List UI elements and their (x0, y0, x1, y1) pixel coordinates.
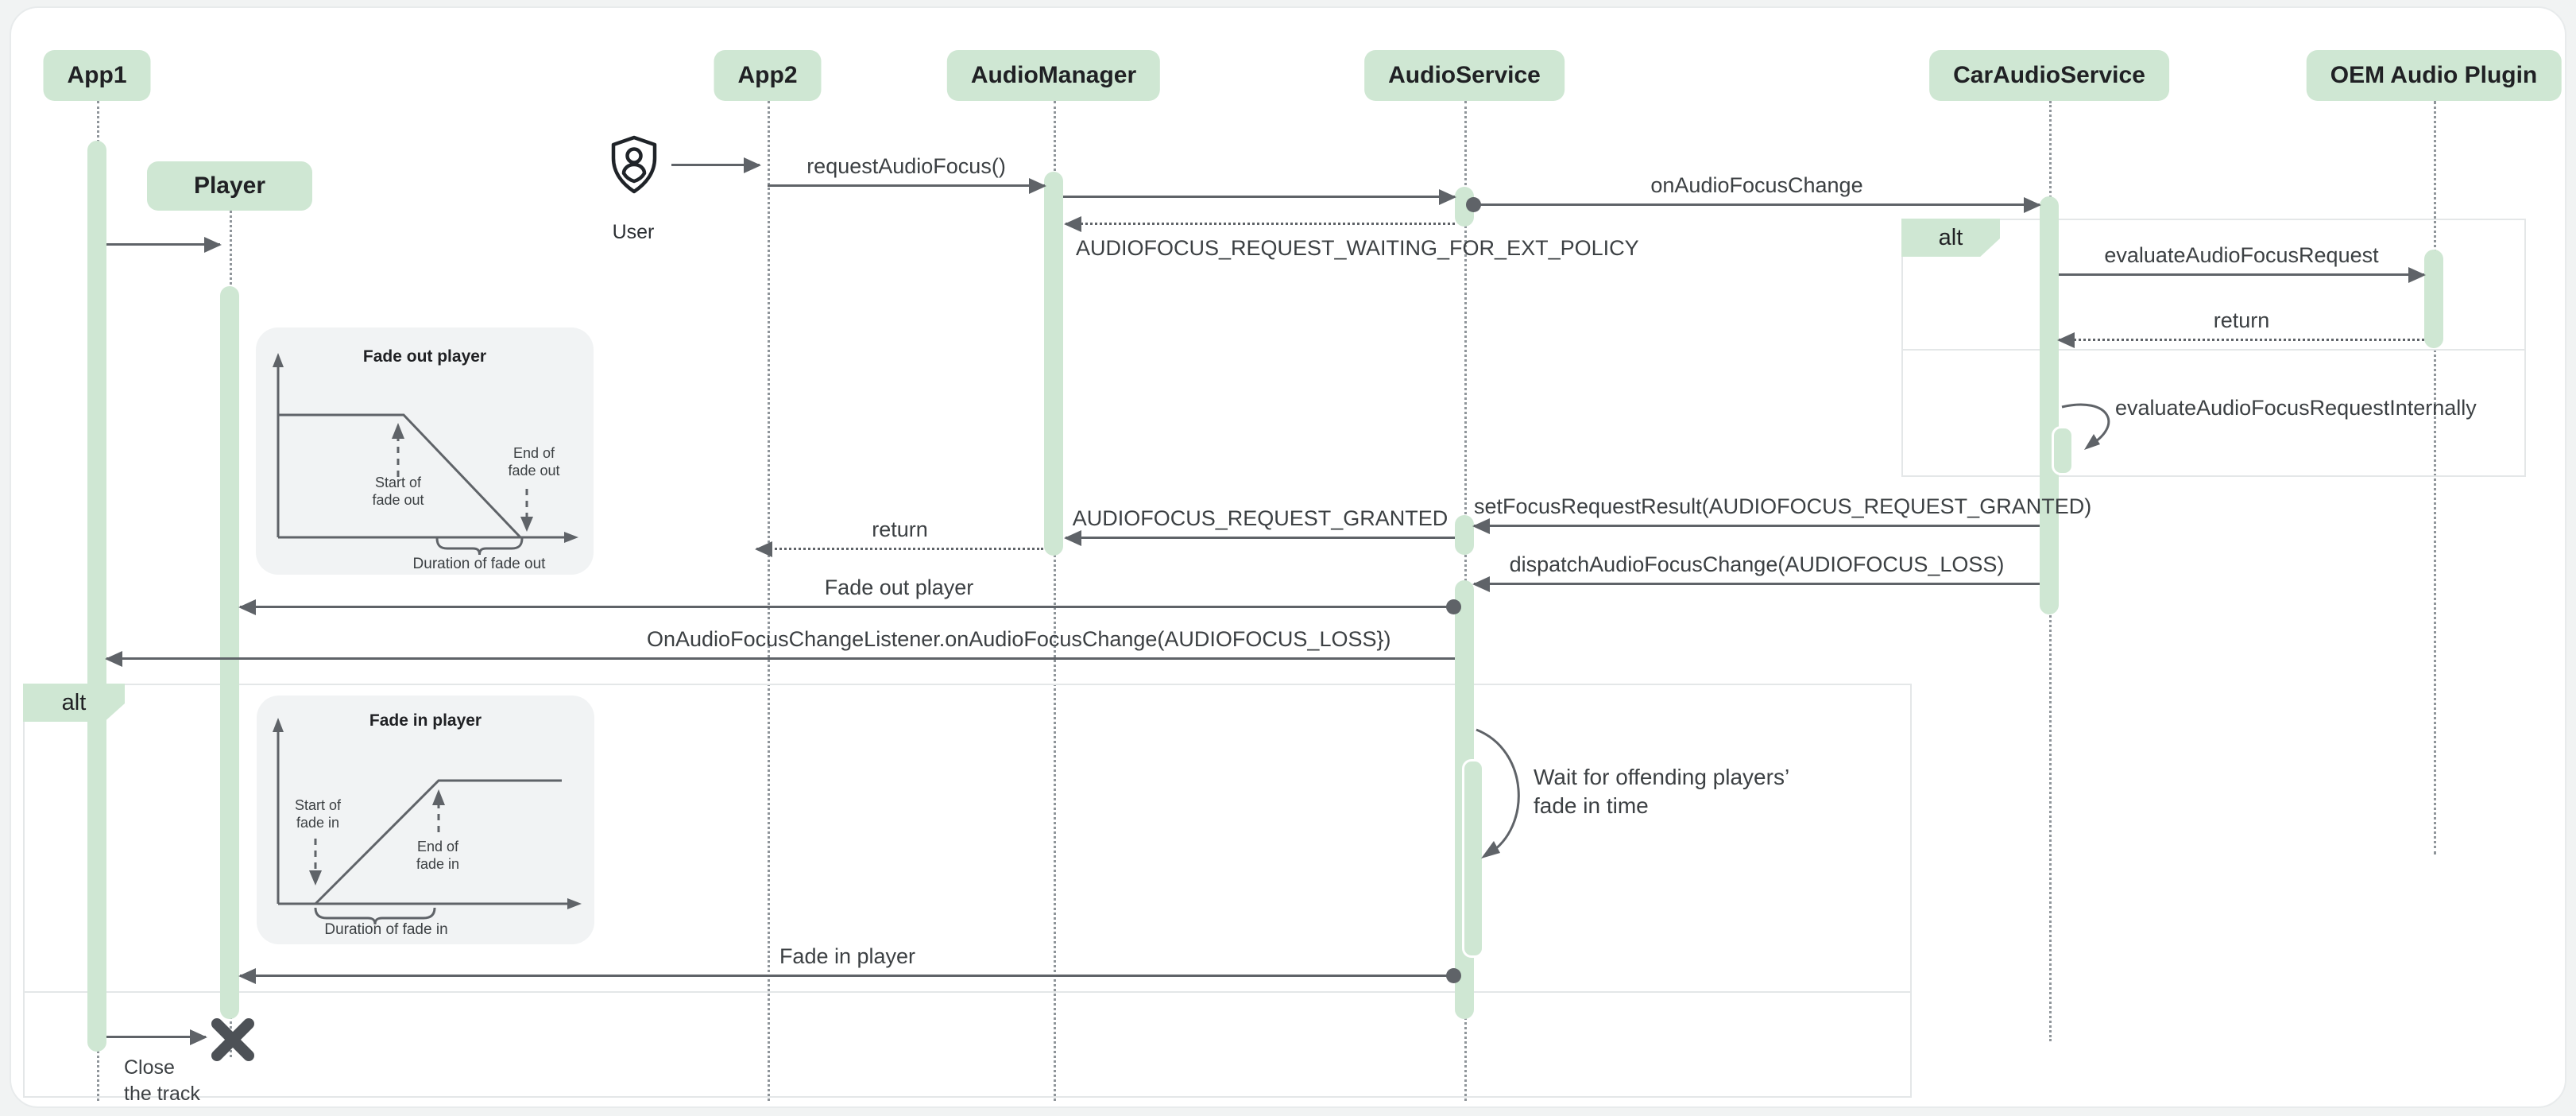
alt-divider (1903, 349, 2524, 351)
message-label: return (2213, 308, 2270, 332)
message-set-focus-result: setFocusRequestResult(AUDIOFOCUS_REQUEST… (1472, 494, 2091, 534)
message-close-track (106, 1029, 207, 1045)
arrowhead-icon (105, 651, 122, 667)
participant-app1: App1 (43, 50, 151, 101)
fade-out-duration-label: Duration of fade out (412, 556, 546, 572)
arrowhead-icon (744, 157, 761, 173)
message-origin-dot (1466, 197, 1481, 212)
arrowhead-icon (755, 541, 772, 557)
arrowhead-icon (1029, 178, 1046, 194)
fade-out-inset: Fade out player Start of fade out End of… (256, 327, 594, 575)
lifeline-audiomanager (1054, 101, 1056, 1101)
activation-audiomanager (1044, 172, 1063, 556)
activation-audioservice-2 (1455, 515, 1474, 555)
close-track-label: Close the track (124, 1056, 200, 1105)
message-label: setFocusRequestResult(AUDIOFOCUS_REQUEST… (1474, 494, 2092, 518)
message-evaluate-return: return (2057, 308, 2424, 348)
message-label: return (872, 517, 928, 541)
self-message-evaluate-internally-arrow (2061, 403, 2110, 450)
user-shield-icon (611, 135, 657, 194)
fade-in-start-label: Start of fade in (294, 797, 342, 831)
message-fade-in-player: Fade in player (238, 944, 1461, 984)
fade-out-end-label: End of fade out (508, 445, 560, 479)
message-label: onAudioFocusChange (1650, 173, 1863, 197)
arrowhead-icon (238, 968, 256, 984)
participant-player: Player (147, 161, 312, 211)
fade-out-graph (273, 353, 578, 556)
participant-oem-audio-plugin: OEM Audio Plugin (2306, 50, 2562, 101)
activation-player (220, 286, 239, 1019)
participant-caraudioservice: CarAudioService (1929, 50, 2169, 101)
activation-oem-plugin (2424, 250, 2443, 348)
message-on-audio-focus-change: onAudioFocusChange (1466, 173, 2041, 213)
message-waiting-ext-policy: AUDIOFOCUS_REQUEST_WAITING_FOR_EXT_POLIC… (1064, 216, 1639, 260)
alt-fragment-evaluate: alt (1901, 219, 2526, 477)
activation-caraudioservice (2040, 196, 2059, 614)
message-request-audio-focus: requestAudioFocus() (768, 154, 1046, 194)
activation-app1 (87, 141, 106, 1052)
message-label: OnAudioFocusChangeListener.onAudioFocusC… (647, 627, 1391, 651)
self-message-wait-arrow (1476, 728, 1520, 858)
alt-label: alt (1901, 219, 2000, 257)
message-manager-return: return (755, 517, 1043, 557)
message-forward-request (1063, 189, 1456, 205)
fade-in-inset: Fade in player Start of fade in End of f… (257, 696, 594, 944)
message-origin-dot (1446, 599, 1461, 614)
participant-app2: App2 (714, 50, 822, 101)
arrowhead-icon (1064, 530, 1081, 546)
fade-in-end-label: End of fade in (416, 839, 460, 872)
arrowhead-icon (2057, 332, 2075, 348)
message-label: evaluateAudioFocusRequest (2104, 243, 2379, 267)
message-label: dispatchAudioFocusChange(AUDIOFOCUS_LOSS… (1509, 552, 2005, 576)
message-origin-dot (1446, 968, 1461, 983)
message-request-granted: AUDIOFOCUS_REQUEST_GRANTED (1064, 506, 1455, 546)
self-message-label: evaluateAudioFocusRequestInternally (2115, 396, 2477, 420)
alt-fragment-fadein: alt (23, 684, 1912, 1098)
message-listener-loss: OnAudioFocusChangeListener.onAudioFocusC… (105, 627, 1455, 667)
activation-audioservice-wait (1462, 759, 1484, 958)
arrowhead-icon (2408, 267, 2426, 283)
fade-in-duration-label: Duration of fade in (324, 921, 448, 938)
participant-audiomanager: AudioManager (946, 50, 1161, 101)
user-actor-label: User (612, 221, 655, 243)
arrowhead-icon (1064, 216, 1081, 232)
arrowhead-icon (238, 599, 256, 615)
arrowhead-icon (1439, 189, 1456, 205)
arrowhead-icon (1472, 576, 1490, 592)
destroy-x-icon (211, 1018, 254, 1061)
fade-out-start-label: Start of fade out (372, 475, 424, 508)
message-label: AUDIOFOCUS_REQUEST_WAITING_FOR_EXT_POLIC… (1076, 236, 1639, 260)
message-label: AUDIOFOCUS_REQUEST_GRANTED (1072, 506, 1449, 530)
fade-out-title: Fade out player (362, 347, 487, 366)
alt-divider (25, 991, 1910, 993)
wait-note-label: Wait for offending players’ fade in time (1534, 765, 1790, 819)
message-app1-to-player (106, 237, 222, 253)
arrowhead-icon (1472, 518, 1490, 534)
participant-audioservice: AudioService (1364, 50, 1565, 101)
message-fade-out-player: Fade out player (238, 575, 1461, 615)
arrowhead-icon (204, 237, 222, 253)
message-user-to-app2 (671, 157, 761, 173)
fade-in-title: Fade in player (369, 711, 482, 730)
message-label: requestAudioFocus() (806, 154, 1006, 178)
alt-label: alt (23, 684, 125, 722)
lifeline-app2 (768, 101, 770, 1101)
fade-in-graph (273, 718, 582, 925)
arrowhead-icon (2024, 197, 2041, 213)
message-evaluate-request: evaluateAudioFocusRequest (2059, 243, 2426, 283)
message-label: Fade in player (779, 944, 916, 968)
message-dispatch-change: dispatchAudioFocusChange(AUDIOFOCUS_LOSS… (1472, 552, 2040, 592)
activation-caraudioservice-nested (2052, 426, 2074, 475)
message-label: Fade out player (824, 575, 974, 599)
arrowhead-icon (190, 1029, 207, 1045)
lifeline-oem-plugin (2434, 101, 2436, 854)
